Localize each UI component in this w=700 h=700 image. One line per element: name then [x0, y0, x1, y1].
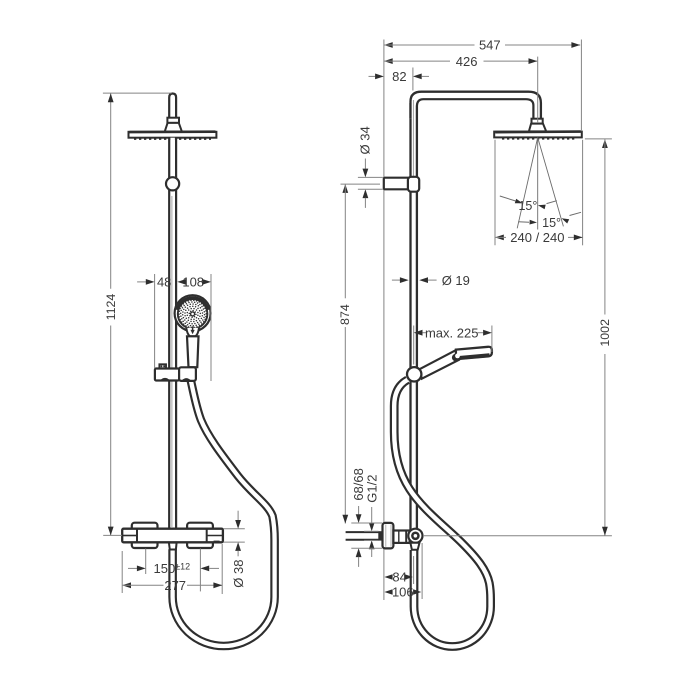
- svg-text:Ø 38: Ø 38: [231, 560, 246, 588]
- svg-text:874: 874: [338, 304, 352, 325]
- svg-text:Ø 19: Ø 19: [442, 273, 470, 288]
- svg-text:277: 277: [164, 578, 186, 593]
- svg-text:240 / 240: 240 / 240: [510, 230, 564, 245]
- svg-text:G1/2: G1/2: [365, 475, 380, 503]
- svg-text:15°: 15°: [542, 216, 561, 230]
- svg-text:1002: 1002: [598, 319, 612, 347]
- svg-text:84: 84: [392, 570, 406, 585]
- svg-text:15°: 15°: [518, 199, 537, 213]
- svg-text:82: 82: [392, 69, 406, 84]
- svg-text:48: 48: [157, 274, 171, 289]
- svg-text:106: 106: [392, 584, 414, 599]
- svg-text:426: 426: [456, 54, 478, 69]
- svg-text:Ø 34: Ø 34: [358, 126, 373, 154]
- svg-text:max. 225: max. 225: [425, 325, 478, 340]
- svg-text:108: 108: [182, 275, 204, 290]
- svg-text:547: 547: [479, 38, 501, 53]
- svg-text:68/68: 68/68: [351, 468, 366, 501]
- svg-text:1124: 1124: [104, 294, 118, 321]
